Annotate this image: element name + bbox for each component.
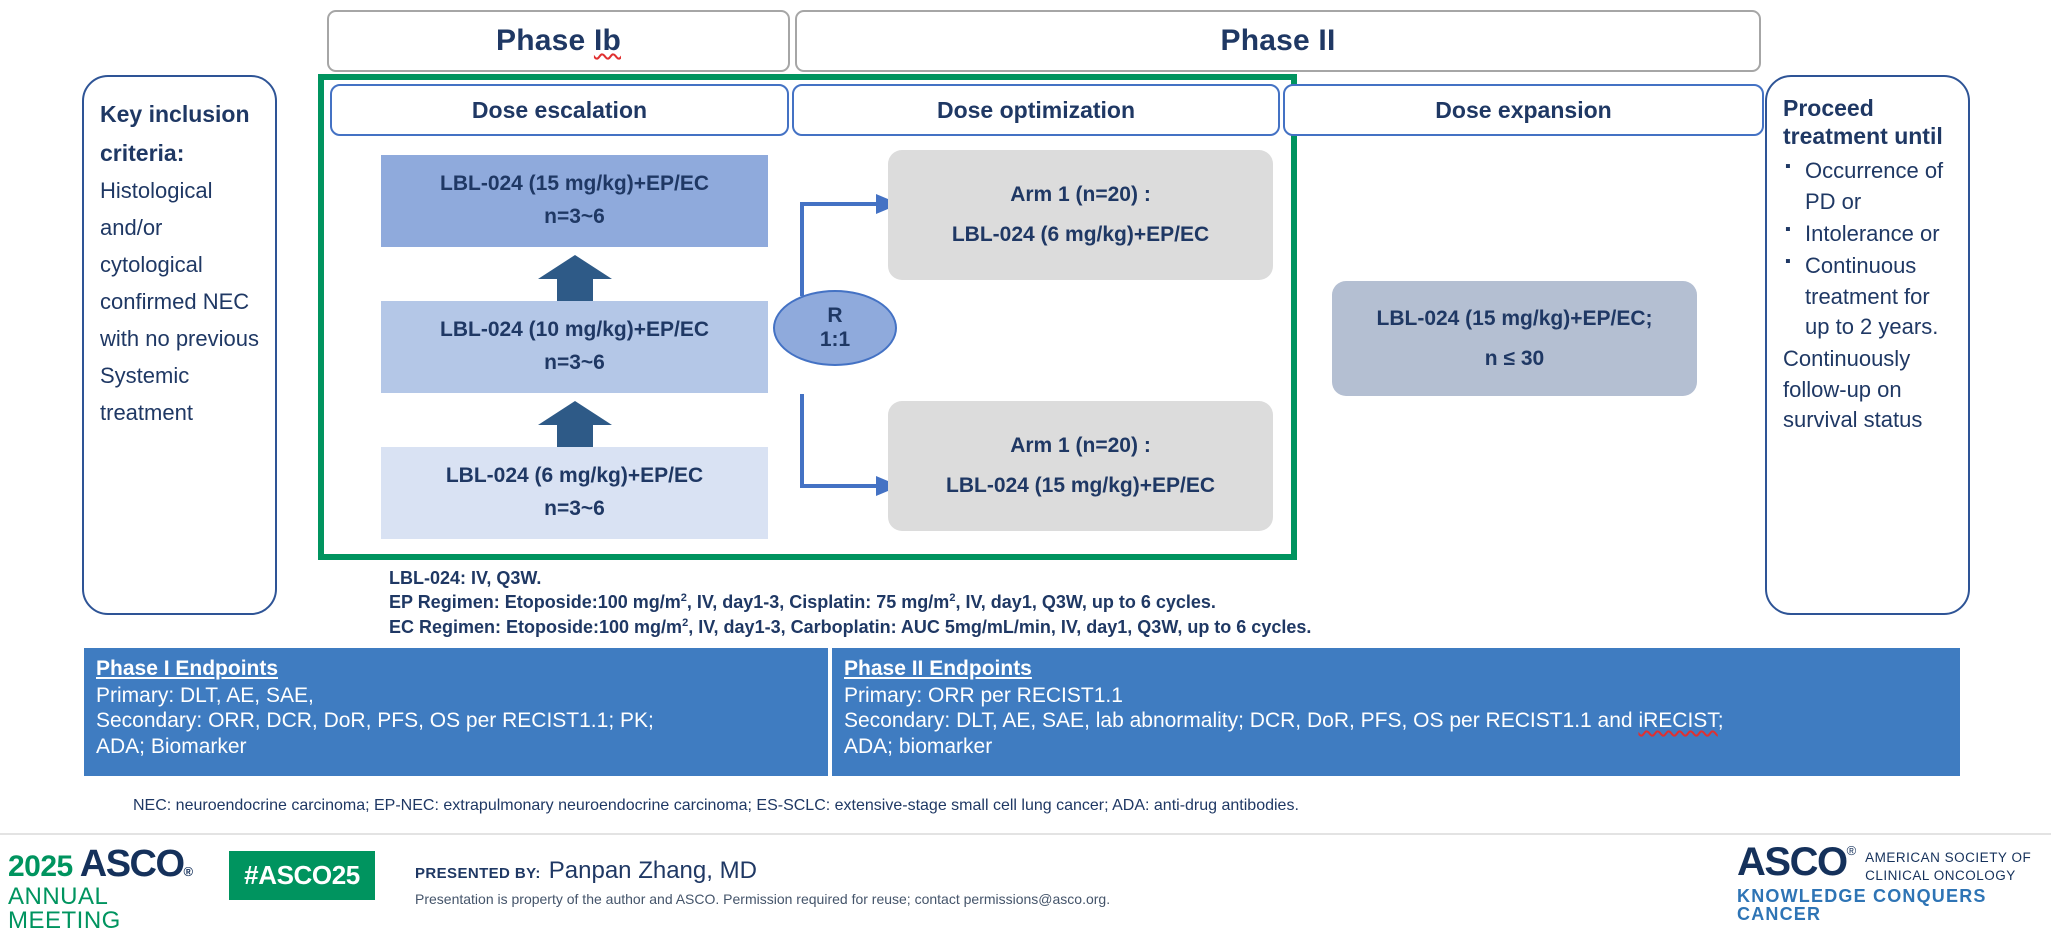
ep-note-sup2: 2	[949, 592, 956, 605]
phase1-endpoints-panel: Phase I Endpoints Primary: DLT, AE, SAE,…	[84, 648, 828, 776]
asco-society-logo: ASCO® AMERICAN SOCIETY OF CLINICAL ONCOL…	[1737, 840, 2037, 923]
regimen-note-ec: EC Regimen: Etoposide:100 mg/m2, IV, day…	[389, 615, 1389, 639]
asco-logo-brand: ASCO	[79, 843, 185, 885]
key-criteria-line: cytological	[100, 252, 203, 278]
dose-escalation-block-15mgkg: LBL-024 (15 mg/kg)+EP/EC n=3~6	[381, 155, 768, 247]
proceed-bullet-item: Occurrence of PD or	[1785, 156, 1952, 217]
dose-escalation-label: LBL-024 (6 mg/kg)+EP/EC	[445, 464, 704, 488]
dose-escalation-block-6mgkg: LBL-024 (6 mg/kg)+EP/EC n=3~6	[381, 447, 768, 539]
proceed-bullet-item: Continuous treatment for up to 2 years.	[1785, 251, 1952, 342]
arm-box-1: Arm 1 (n=20) : LBL-024 (6 mg/kg)+EP/EC	[888, 150, 1273, 280]
permission-notice: Presentation is property of the author a…	[415, 891, 1111, 907]
stage-dose-escalation: Dose escalation	[330, 84, 789, 136]
proceed-bullet-list: Occurrence of PD or Intolerance or Conti…	[1783, 156, 1952, 342]
key-criteria-line: Systemic	[100, 362, 190, 388]
stage-dose-optimization: Dose optimization	[792, 84, 1280, 136]
asco-logo-subtitle: ANNUAL MEETING	[8, 883, 121, 934]
arm-box-2: Arm 1 (n=20) : LBL-024 (15 mg/kg)+EP/EC	[888, 401, 1273, 531]
presenter-line: PRESENTED BY: Panpan Zhang, MD	[415, 857, 757, 885]
proceed-bullet-item: Intolerance or	[1785, 219, 1952, 249]
abbreviations-footnote: NEC: neuroendocrine carcinoma; EP-NEC: e…	[133, 797, 1299, 814]
regimen-note-lbl024: LBL-024: IV, Q3W.	[389, 568, 542, 588]
ep-note-part1: EP Regimen: Etoposide:100 mg/m	[389, 592, 681, 613]
phase1-endpoints-title: Phase I Endpoints	[96, 657, 279, 680]
footer-divider	[0, 833, 2051, 835]
ep-note-part2: , IV, day1-3, Cisplatin: 75 mg/m	[686, 592, 950, 613]
asco-hashtag-badge: #ASCO25	[229, 851, 375, 900]
ec-note-part2: , IV, day1-3, Carboplatin: AUC 5mg/mL/mi…	[688, 616, 1312, 637]
phase2-secondary-endpoints: Secondary: DLT, AE, SAE, lab abnormality…	[844, 708, 1948, 734]
asco-tagline: KNOWLEDGE CONQUERS CANCER	[1737, 886, 1987, 925]
phase1-primary-endpoints: Primary: DLT, AE, SAE,	[96, 683, 314, 707]
randomization-ratio: 1:1	[819, 328, 851, 351]
phase-ii-header: Phase II	[795, 10, 1761, 72]
proceed-heading: Proceed treatment until	[1783, 95, 1943, 149]
phase1-endpoints-extra: ADA; Biomarker	[96, 734, 247, 758]
phase2-endpoints-title: Phase II Endpoints	[844, 657, 1032, 680]
asco-society-line1: AMERICAN SOCIETY OF	[1865, 850, 2032, 865]
key-criteria-heading-line1: Key inclusion	[100, 101, 250, 127]
registered-trademark-icon: ®	[183, 864, 194, 879]
asco-annual-meeting-logo: 2025 ASCO® ANNUAL MEETING	[8, 843, 203, 933]
ec-note-part1: EC Regimen: Etoposide:100 mg/m	[389, 616, 683, 637]
presenter-name: Panpan Zhang, MD	[548, 857, 757, 884]
asco-society-name: AMERICAN SOCIETY OF CLINICAL ONCOLOGY	[1865, 849, 2031, 885]
expansion-n: n ≤ 30	[1484, 346, 1545, 370]
dose-escalation-label: LBL-024 (10 mg/kg)+EP/EC	[440, 318, 709, 342]
phase2-secondary-text: Secondary: DLT, AE, SAE, lab abnormality…	[844, 709, 1639, 733]
phase1-secondary-endpoints: Secondary: ORR, DCR, DoR, PFS, OS per RE…	[96, 709, 654, 733]
randomization-symbol: R	[827, 303, 843, 327]
phase-ib-header: Phase Ib	[327, 10, 790, 72]
key-inclusion-criteria-panel: Key inclusion criteria: Histological and…	[82, 75, 277, 615]
dose-escalation-n: n=3~6	[544, 205, 605, 228]
key-criteria-heading-line2: criteria:	[100, 140, 185, 167]
presented-by-label: PRESENTED BY:	[415, 865, 541, 882]
key-criteria-line: and/or	[100, 215, 163, 241]
key-criteria-line: confirmed NEC	[100, 289, 250, 315]
asco-society-line2: CLINICAL ONCOLOGY	[1865, 868, 2016, 884]
phase2-endpoints-panel: Phase II Endpoints Primary: ORR per RECI…	[832, 648, 1960, 776]
asco-society-acronym: ASCO	[1737, 840, 1848, 884]
dose-escalation-n: n=3~6	[544, 351, 605, 374]
phase2-endpoints-extra: ADA; biomarker	[844, 734, 993, 758]
irecist-spellcheck-word: iRECIST	[1638, 709, 1718, 733]
escalation-up-arrow-icon	[538, 401, 612, 447]
randomization-node: R 1:1	[773, 290, 897, 366]
ec-note-sup1: 2	[682, 616, 689, 629]
expansion-regimen: LBL-024 (15 mg/kg)+EP/EC;	[1376, 306, 1653, 330]
phase-ib-to-phase-ii-green-enclosure	[318, 74, 1297, 560]
phase-ib-spellcheck-word: Ib	[593, 24, 621, 57]
asco-logo-year: 2025	[8, 850, 73, 883]
proceed-treatment-panel: Proceed treatment until Occurrence of PD…	[1765, 75, 1970, 615]
ep-note-sup1: 2	[680, 592, 687, 605]
dose-expansion-cohort-box: LBL-024 (15 mg/kg)+EP/EC; n ≤ 30	[1332, 281, 1697, 396]
key-criteria-line: with no previous	[100, 326, 259, 351]
phase2-primary-endpoints: Primary: ORR per RECIST1.1	[844, 683, 1123, 707]
regimen-footnotes: LBL-024: IV, Q3W. EP Regimen: Etoposide:…	[389, 566, 1389, 639]
arm-regimen: LBL-024 (6 mg/kg)+EP/EC	[951, 223, 1210, 246]
phase-ib-label: Phase Ib	[496, 24, 621, 57]
regimen-note-ep: EP Regimen: Etoposide:100 mg/m2, IV, day…	[389, 590, 1389, 614]
key-criteria-line: treatment	[100, 399, 193, 425]
escalation-up-arrow-icon	[538, 255, 612, 301]
registered-trademark-icon: ®	[1846, 843, 1857, 858]
proceed-followup-note: Continuously follow-up on survival statu…	[1783, 346, 1923, 433]
dose-escalation-label: LBL-024 (15 mg/kg)+EP/EC	[440, 172, 709, 196]
key-criteria-line: Histological	[100, 178, 213, 204]
arm-regimen: LBL-024 (15 mg/kg)+EP/EC	[946, 474, 1215, 497]
phase2-secondary-tail: ;	[1717, 709, 1724, 733]
arm-title: Arm 1 (n=20) :	[1010, 183, 1151, 207]
ep-note-part3: , IV, day1, Q3W, up to 6 cycles.	[955, 592, 1216, 613]
dose-escalation-block-10mgkg: LBL-024 (10 mg/kg)+EP/EC n=3~6	[381, 301, 768, 393]
dose-escalation-n: n=3~6	[544, 497, 605, 520]
arm-title: Arm 1 (n=20) :	[1010, 434, 1151, 458]
stage-dose-expansion: Dose expansion	[1283, 84, 1764, 136]
